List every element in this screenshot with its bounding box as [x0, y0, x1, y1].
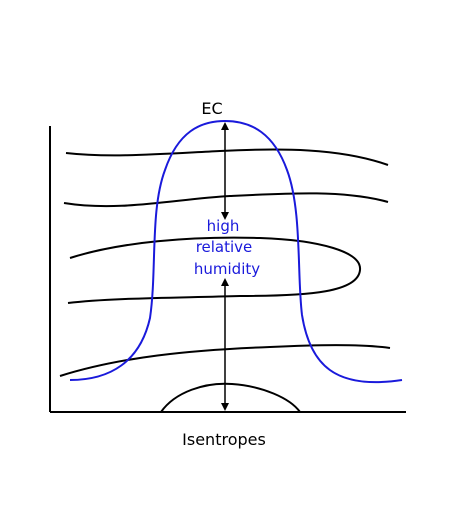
center-label-line3: humidity [194, 260, 260, 278]
center-label: high relative humidity [194, 217, 260, 278]
center-label-line2: relative [196, 238, 253, 256]
ec-curve [69, 119, 403, 384]
axes [49, 126, 406, 413]
isentrope-line-1 [65, 148, 389, 166]
ec-outline [69, 119, 403, 384]
ec-label: EC [201, 99, 222, 118]
isentropes-label: Isentropes [182, 430, 266, 449]
isentrope-closed-contour [67, 236, 362, 304]
isentrope-bottom-dome [160, 382, 301, 413]
center-label-line1: high [207, 217, 240, 235]
isentrope-line-4 [59, 344, 391, 377]
isentrope-line-2 [63, 192, 389, 208]
isentrope-lines [59, 148, 391, 413]
